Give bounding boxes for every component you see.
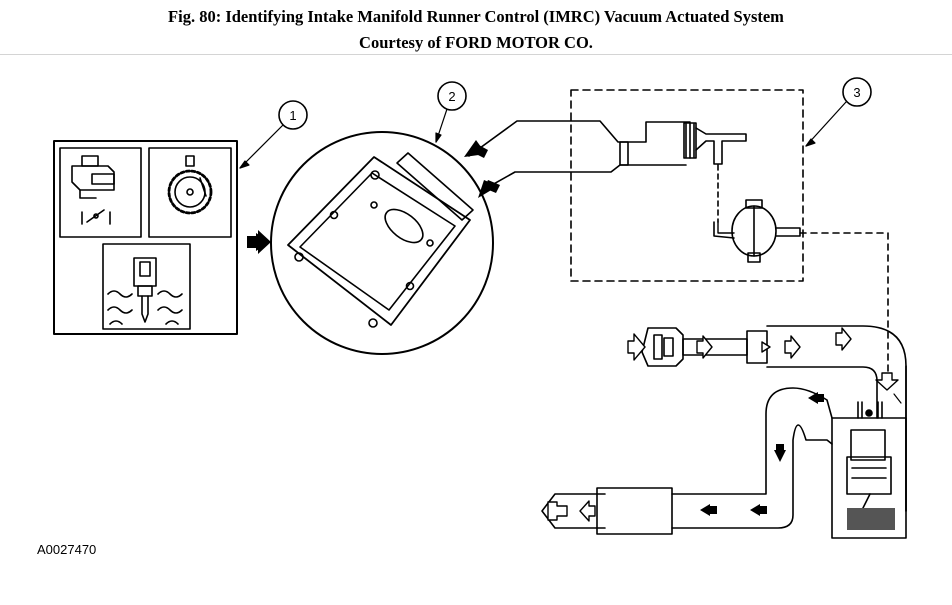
imrc-system-diagram: 1 2 3 <box>53 77 907 539</box>
crankshaft-position-sensor-icon <box>167 155 213 215</box>
intake-air-inlet-icon <box>641 327 768 367</box>
callout-bubble-1: 1 <box>278 100 308 130</box>
header-divider <box>0 54 952 55</box>
vacuum-actuator-icon <box>713 164 801 263</box>
exhaust-flow-arrows <box>247 140 824 516</box>
temperature-sensor-icon <box>107 257 183 325</box>
pcm-module-icon <box>287 152 474 328</box>
figure-code: A0027470 <box>37 542 97 557</box>
sensor-inputs-panel <box>53 140 238 335</box>
imrc-solenoid-icon <box>619 122 747 166</box>
actuator-linkage-dashed <box>799 232 889 376</box>
callout-label-2: 2 <box>448 89 455 104</box>
vacuum-actuation-dashed-box <box>570 89 804 282</box>
intake-flow-arrows <box>547 327 899 522</box>
callout-label-1: 1 <box>289 108 296 123</box>
callout-bubble-3: 3 <box>842 77 872 107</box>
figure-title: Fig. 80: Identifying Intake Manifold Run… <box>168 7 784 26</box>
callout-leaders <box>239 101 902 404</box>
callout-label-3: 3 <box>853 85 860 100</box>
vacuum-tube-to-pcm <box>468 120 691 191</box>
callout-bubble-2: 2 <box>437 81 467 111</box>
figure-credit: Courtesy of FORD MOTOR CO. <box>359 33 593 52</box>
pcm-detail-circle <box>270 131 494 355</box>
throttle-position-sensor-icon <box>71 155 115 225</box>
engine-cylinder-icon <box>831 401 907 539</box>
